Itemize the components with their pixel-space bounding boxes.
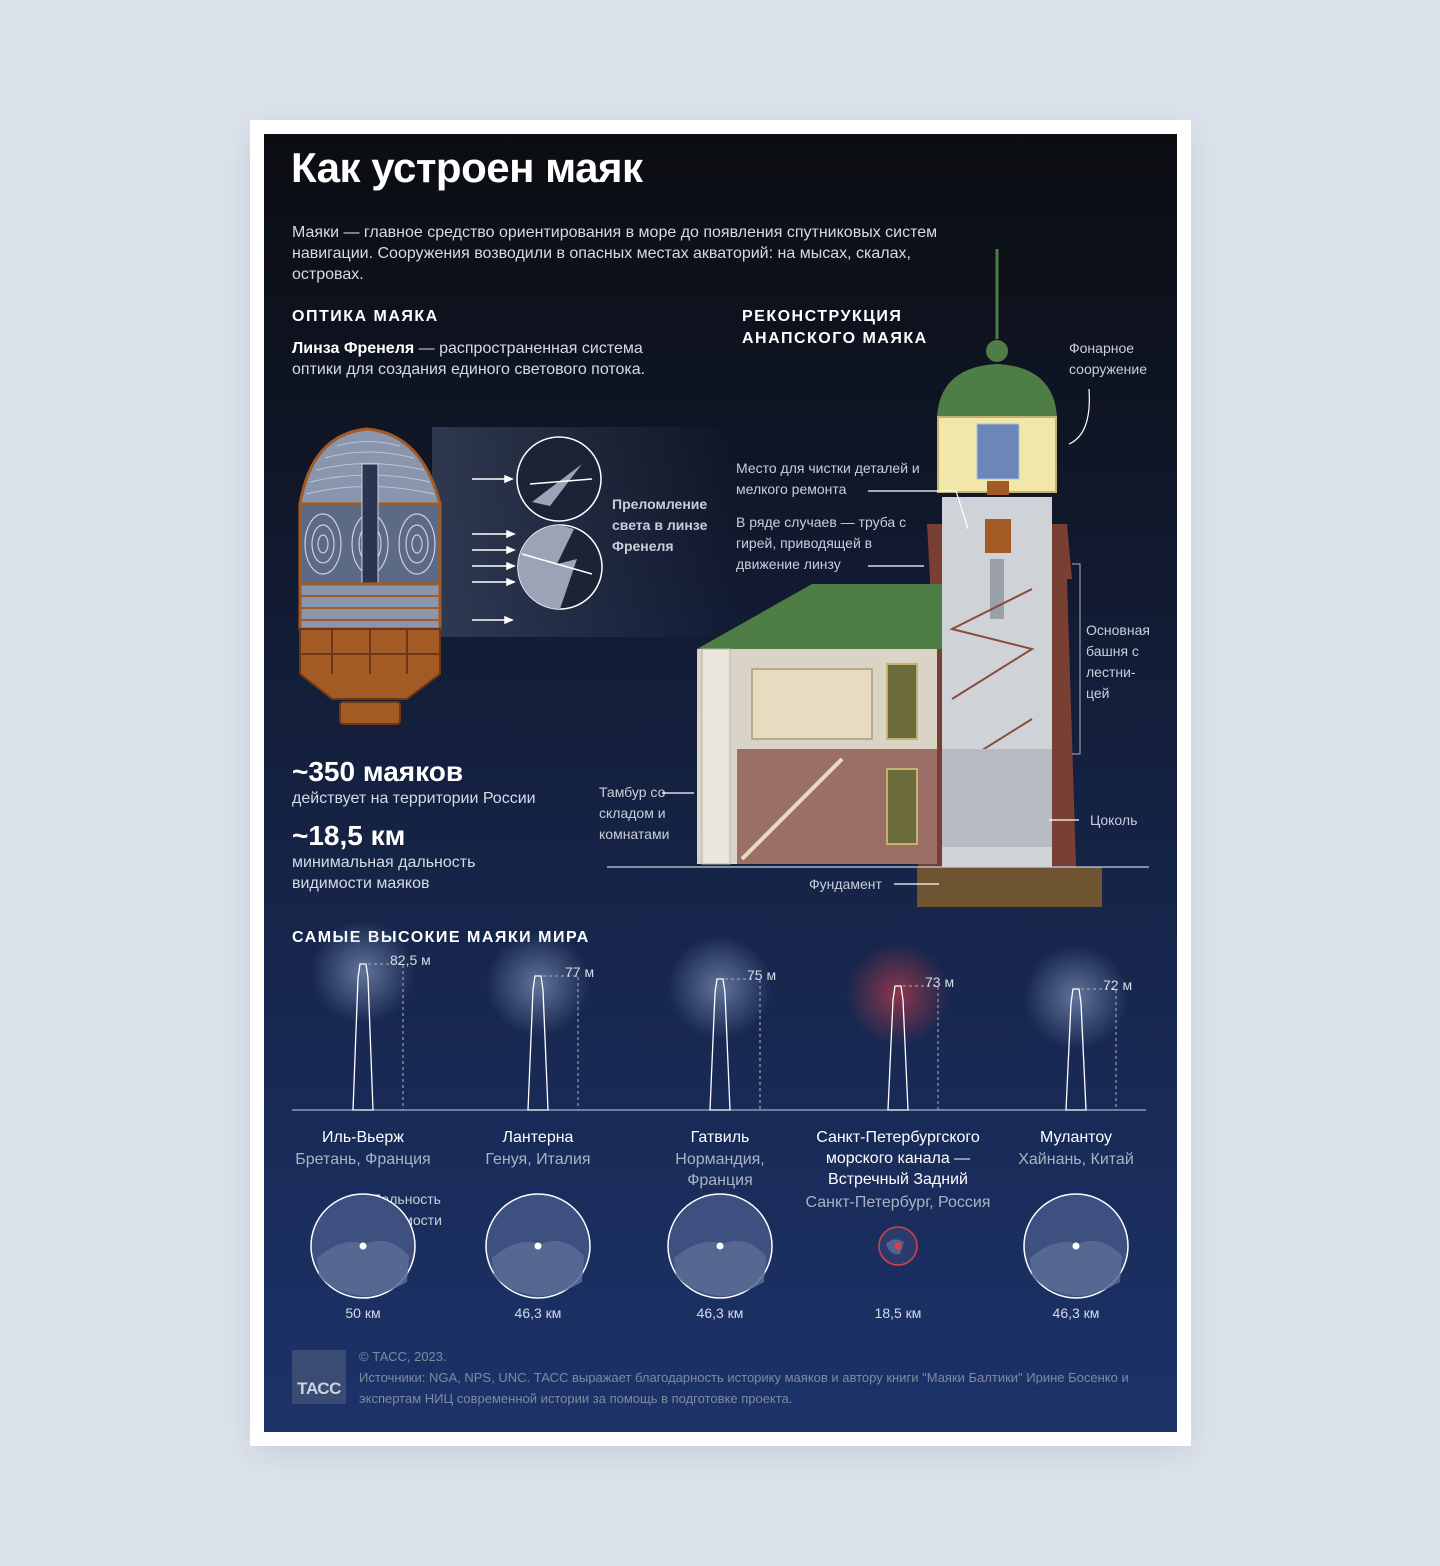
stat-lighthouses-text: действует на территории России [292, 790, 536, 807]
lighthouse-silhouette [709, 978, 731, 1111]
lighthouse-height: 75 м [747, 967, 777, 983]
coastline [492, 1240, 584, 1296]
tallest-lighthouses-chart [292, 920, 1146, 1111]
visibility-distance: 46,3 км [1052, 1305, 1100, 1321]
visibility-map [485, 1193, 591, 1299]
visibility-map [310, 1193, 416, 1299]
lighthouse-name: Иль-Вьерж [321, 1129, 404, 1146]
lighthouse-location: Генуя, Италия [485, 1151, 591, 1168]
anapa-lighthouse-illustration [607, 249, 1149, 907]
lighthouse-glow [1024, 945, 1128, 1049]
lighthouse-name: Гатвиль [690, 1129, 750, 1146]
stat-lighthouses-count: ~350 маяков [292, 756, 464, 787]
lighthouse-location: Нормандия, Франция [675, 1151, 765, 1189]
lighthouse-silhouette [352, 963, 374, 1111]
coastline [674, 1240, 766, 1296]
visibility-distance: 50 км [345, 1305, 381, 1321]
visibility-map [878, 1226, 918, 1266]
label-foundation: Фундамент [809, 876, 882, 892]
lighthouse-silhouette [887, 985, 909, 1111]
intro-text: Маяки — главное средство ориентирования … [292, 224, 938, 283]
fresnel-lens-illustration [298, 427, 732, 725]
lighthouse-dot [894, 1242, 902, 1250]
lighthouse-height: 72 м [1103, 977, 1133, 993]
visibility-distance: 46,3 км [514, 1305, 562, 1321]
label-plinth: Цоколь [1090, 812, 1138, 828]
lighthouse-dot [716, 1242, 724, 1250]
lighthouse-glow [486, 932, 590, 1036]
optics-heading: ОПТИКА МАЯКА [292, 308, 439, 325]
lighthouse-location: Санкт-Петербург, Россия [805, 1194, 991, 1211]
tass-logo: ТАСС [292, 1350, 346, 1404]
lens-description: Линза Френеля — распространенная система… [292, 338, 692, 380]
lighthouse-silhouette [1065, 988, 1087, 1111]
page-title: Как устроен маяк [291, 144, 643, 191]
anapa-heading: РЕКОНСТРУКЦИЯ АНАПСКОГО МАЯКА [742, 308, 928, 347]
lighthouse-glow [846, 942, 950, 1046]
stat-visibility-text: минимальная дальность видимости маяков [292, 854, 476, 892]
visibility-map [1023, 1193, 1129, 1299]
coastline [317, 1240, 409, 1296]
visibility-distance: 18,5 км [874, 1305, 922, 1321]
lighthouse-glow [668, 935, 772, 1039]
lighthouse-height: 77 м [565, 964, 595, 980]
label-lantern: Фонарное сооружение [1069, 340, 1148, 377]
lighthouse-glow [311, 920, 415, 1024]
stat-visibility-value: ~18,5 км [292, 820, 406, 851]
coastline [1030, 1240, 1122, 1296]
refraction-label: Преломление света в линзе Френеля [612, 496, 708, 554]
visibility-distance: 46,3 км [696, 1305, 744, 1321]
label-pipe: В ряде случаев — труба с гирей, приводящ… [736, 514, 907, 572]
lighthouse-location: Бретань, Франция [295, 1151, 431, 1168]
footer-sources: Источники: NGA, NPS, UNC. ТАСС выражает … [359, 1370, 1129, 1406]
lens-desc: — распространенная система оптики для со… [292, 340, 646, 378]
height-guide [1081, 988, 1117, 1110]
lighthouse-name: Мулантоу [1039, 1129, 1113, 1146]
label-tower: Основная башня с лестни- цей [1086, 622, 1150, 701]
lighthouse-dot [1072, 1242, 1080, 1250]
anapa-pointer-arrows [662, 388, 1090, 885]
lighthouse-height: 82,5 м [390, 952, 431, 968]
lighthouse-dot [359, 1242, 367, 1250]
lens-name: Линза Френеля [292, 340, 415, 357]
lighthouse-name: Санкт-Петербургского морского канала — В… [816, 1129, 980, 1188]
label-tambour: Тамбур со складом и комнатами [599, 784, 670, 842]
lighthouse-dot [534, 1242, 542, 1250]
lighthouse-location: Хайнань, Китай [1018, 1151, 1134, 1168]
height-guide [368, 963, 404, 1110]
infographic-poster: Как устроен маяк Маяки — главное средств… [264, 134, 1177, 1432]
footer-copyright: © ТАСС, 2023. [359, 1349, 447, 1364]
label-cleaning: Место для чистки деталей и мелкого ремон… [736, 460, 920, 497]
height-guide [725, 978, 761, 1110]
lighthouse-height: 73 м [925, 974, 955, 990]
lighthouse-silhouette [527, 975, 549, 1111]
lighthouse-name: Лантерна [502, 1129, 574, 1146]
visibility-map [667, 1193, 773, 1299]
